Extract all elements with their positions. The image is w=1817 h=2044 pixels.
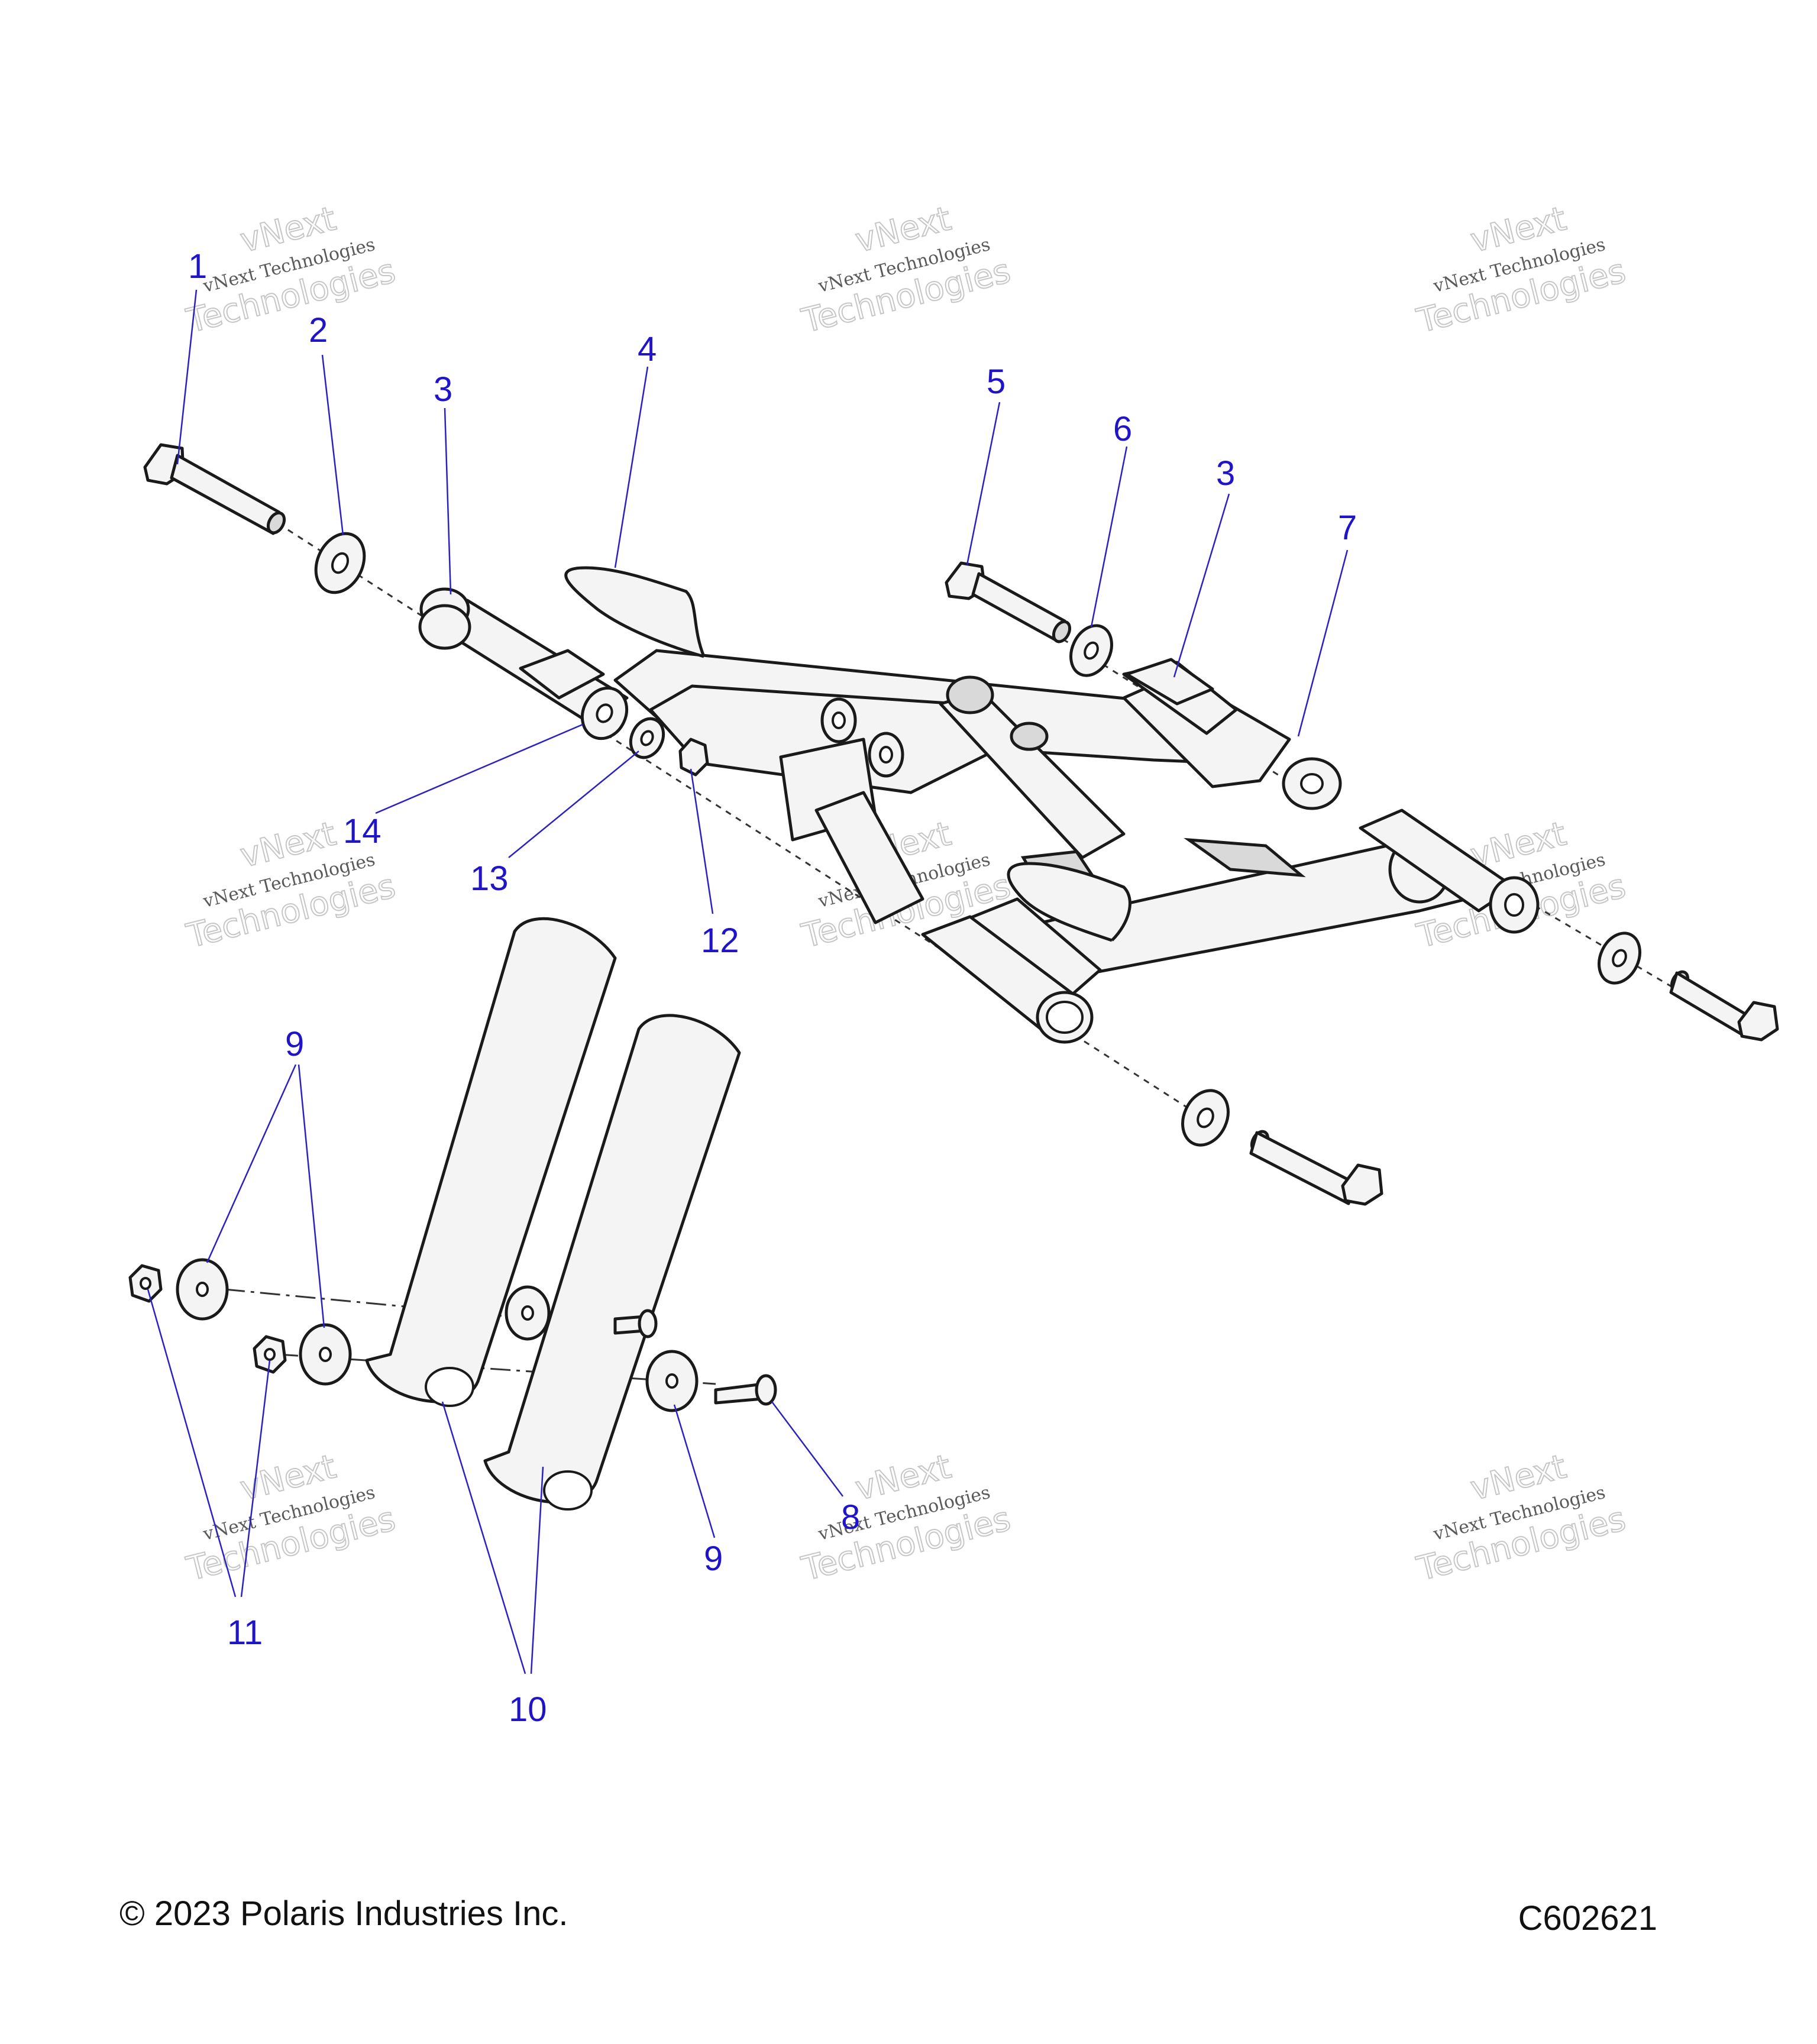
leader-9b — [298, 1064, 325, 1328]
leader-6 — [1090, 446, 1128, 628]
leader-10b — [530, 1466, 544, 1674]
bushing-part-3a — [418, 604, 471, 650]
callout-4: 4 — [638, 330, 657, 368]
callout-12: 12 — [701, 921, 739, 960]
callout-3: 3 — [434, 370, 452, 409]
leader-2 — [321, 354, 344, 536]
watermark: vNext vNext Technologies Technologies — [1412, 199, 1630, 341]
leader-4 — [614, 366, 649, 568]
callout-3: 3 — [1216, 454, 1235, 493]
washer-part-14 — [580, 686, 629, 740]
copyright-notice: © 2023 Polaris Industries Inc. — [119, 1894, 568, 1933]
leader-5 — [966, 402, 1001, 565]
callout-7: 7 — [1338, 509, 1357, 547]
leader-13 — [508, 751, 639, 858]
bolt-part-1 — [143, 443, 286, 535]
leader-11b — [240, 1360, 271, 1597]
washer-part-2 — [314, 532, 366, 594]
leader-3a — [444, 407, 452, 595]
washer-part-9c — [645, 1350, 699, 1412]
callout-1: 1 — [188, 247, 207, 286]
leader-11a — [147, 1289, 237, 1597]
bolt-part-8 — [714, 1374, 777, 1406]
leader-9c — [673, 1404, 716, 1538]
leader-1 — [176, 289, 198, 465]
callout-labels: 1 2 3 4 5 6 3 7 14 13 12 9 9 8 11 10 — [188, 247, 1357, 1729]
watermark: vNext vNext Technologies Technologies — [1412, 1447, 1630, 1589]
spring-clip-part-4 — [564, 566, 1131, 942]
callout-2: 2 — [309, 311, 328, 350]
washer-part-13 — [629, 717, 665, 759]
callout-5: 5 — [987, 363, 1006, 401]
bolt-part-5 — [945, 561, 1072, 643]
leader-14 — [375, 723, 583, 814]
leader-8 — [771, 1401, 843, 1497]
washer-part-9a — [176, 1258, 229, 1321]
nut-part-11b — [253, 1335, 287, 1374]
a-arm-assembly — [419, 587, 1540, 1044]
washer-link-upper-right — [505, 1285, 551, 1341]
callout-8: 8 — [841, 1498, 860, 1537]
watermark: vNext vNext Technologies Technologies — [797, 199, 1015, 341]
callout-13: 13 — [470, 859, 509, 898]
bolt-front-lower — [1249, 1130, 1383, 1206]
bolt-rear-right — [1669, 970, 1779, 1042]
link-part-10a — [365, 917, 617, 1407]
callout-9: 9 — [285, 1025, 304, 1063]
callout-14: 14 — [343, 812, 381, 850]
watermark: vNext vNext Technologies Technologies — [182, 1447, 400, 1589]
callout-9: 9 — [704, 1540, 723, 1578]
nut-part-11a — [128, 1264, 163, 1303]
leader-10a — [441, 1401, 526, 1674]
callout-11: 11 — [227, 1613, 263, 1652]
watermark: vNext vNext Technologies Technologies — [797, 1447, 1015, 1589]
callout-10: 10 — [509, 1690, 547, 1729]
washer-part-6 — [1069, 624, 1113, 677]
bolt-link-upper — [613, 1309, 658, 1338]
callout-6: 6 — [1113, 410, 1132, 448]
leader-3b — [1173, 493, 1230, 678]
bushing-part-3b — [1125, 658, 1214, 706]
nut-part-12 — [678, 738, 709, 777]
leader-9a — [206, 1064, 297, 1263]
washer-front-lower — [1181, 1089, 1230, 1147]
link-part-10b — [483, 1014, 741, 1511]
leader-lines — [147, 289, 1349, 1674]
washer-rear-right — [1598, 932, 1641, 985]
washer-part-9b — [299, 1323, 352, 1386]
drawing-number: C602621 — [1518, 1899, 1657, 1938]
leader-7 — [1297, 549, 1349, 737]
leader-12 — [690, 768, 714, 914]
